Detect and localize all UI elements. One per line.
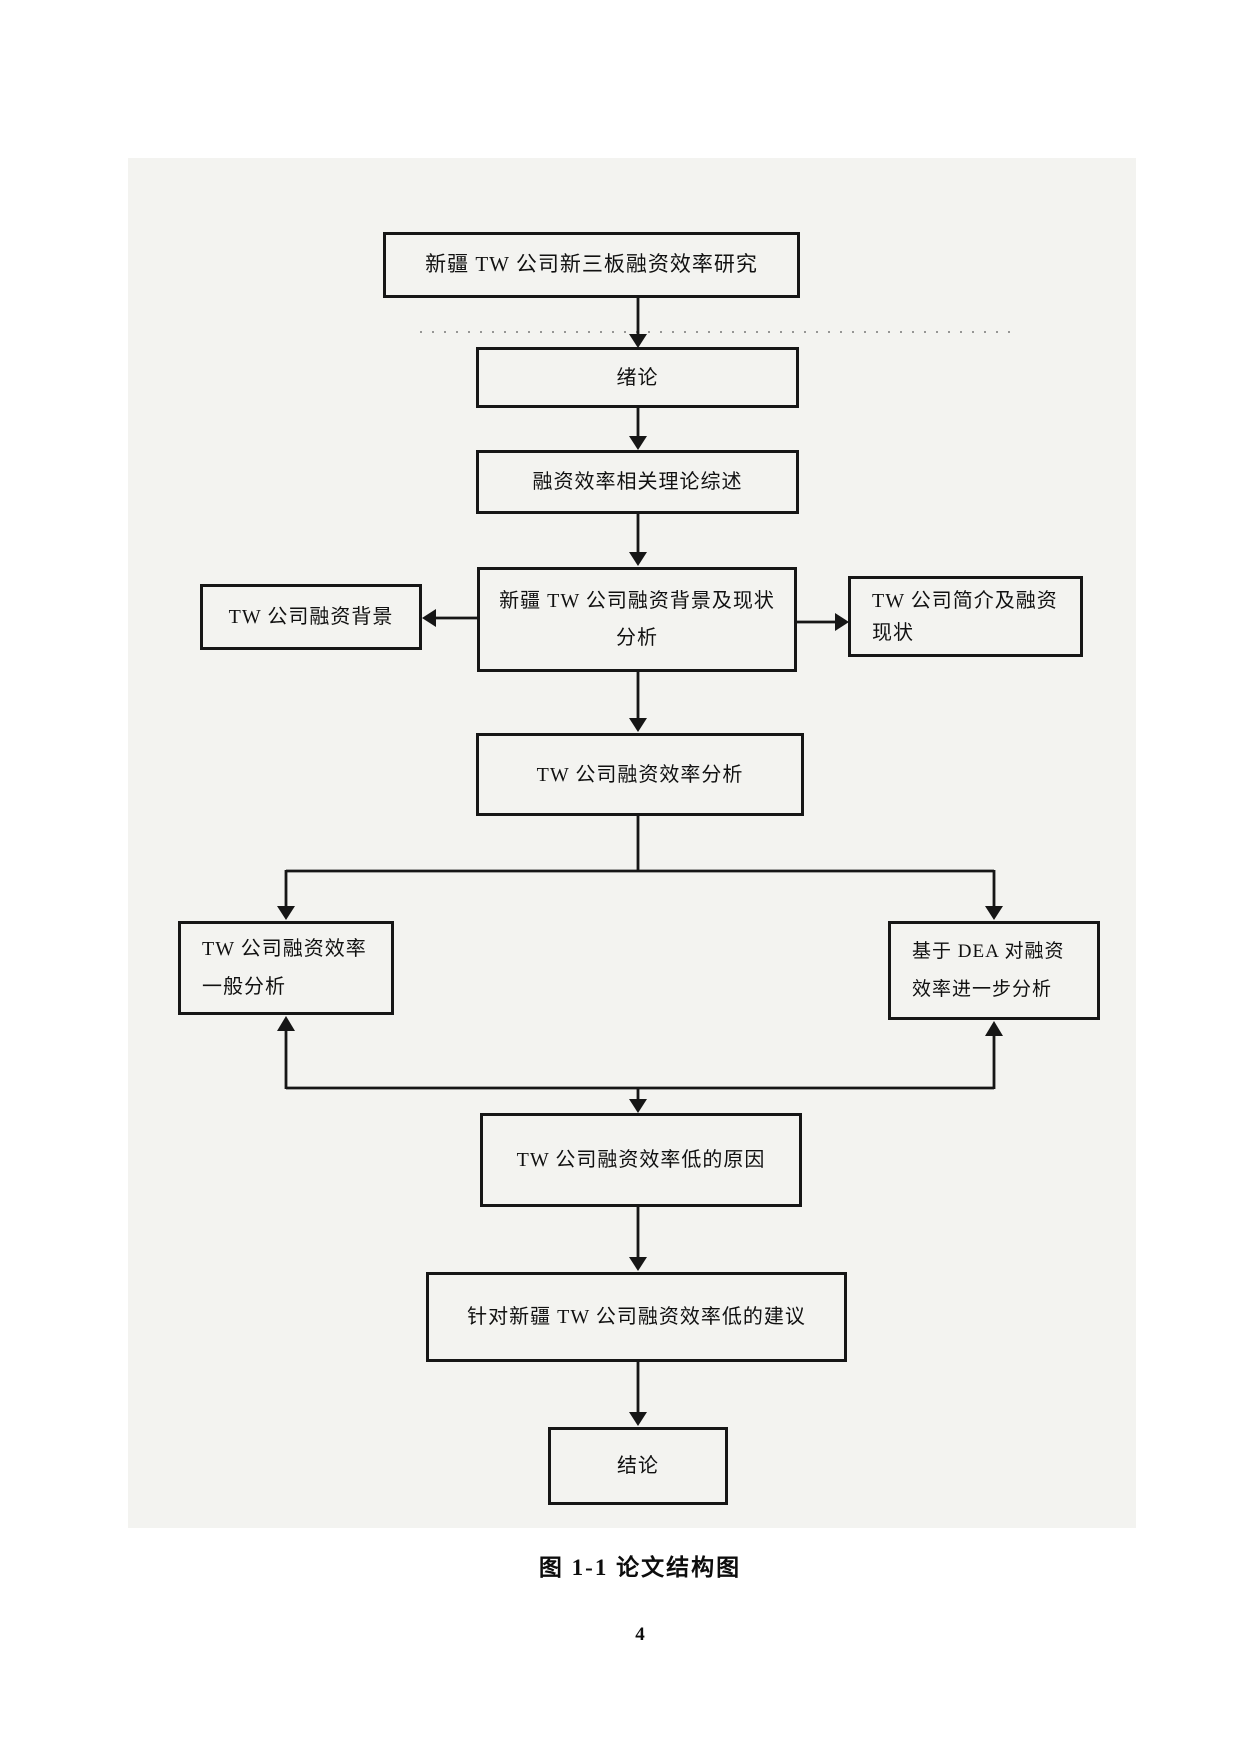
flow-node-suggestions: 针对新疆 TW 公司融资效率低的建议 bbox=[426, 1272, 847, 1362]
figure-caption: 图 1-1 论文结构图 bbox=[538, 1555, 742, 1580]
flow-node-theory-review: 融资效率相关理论综述 bbox=[476, 450, 799, 514]
flow-node-financing-background: TW 公司融资背景 bbox=[200, 584, 422, 650]
flow-node-introduction: 绪论 bbox=[476, 347, 799, 408]
scanned-figure-background bbox=[128, 158, 1136, 1528]
flow-node-dea-analysis: 基于 DEA 对融资 效率进一步分析 bbox=[888, 921, 1100, 1020]
flow-node-efficiency-analysis: TW 公司融资效率分析 bbox=[476, 733, 804, 816]
flow-node-general-analysis: TW 公司融资效率 一般分析 bbox=[178, 921, 394, 1015]
conclusion-label: 结论 bbox=[617, 1455, 659, 1477]
background-status-line1: 新疆 TW 公司融资背景及现状 bbox=[499, 589, 775, 612]
general-analysis-line2: 一般分析 bbox=[202, 976, 286, 998]
company-profile-line2: 现状 bbox=[872, 621, 914, 644]
flow-node-background-status: 新疆 TW 公司融资背景及现状 分析 bbox=[477, 567, 797, 672]
dea-analysis-line2: 效率进一步分析 bbox=[912, 978, 1053, 1000]
introduction-label: 绪论 bbox=[616, 366, 659, 389]
background-status-line2: 分析 bbox=[616, 626, 658, 649]
flow-node-company-profile: TW 公司简介及融资 现状 bbox=[848, 576, 1083, 657]
low-efficiency-reasons-label: TW 公司融资效率低的原因 bbox=[516, 1149, 766, 1171]
company-profile-line1: TW 公司简介及融资 bbox=[872, 589, 1058, 612]
page-number: 4 bbox=[635, 1624, 645, 1645]
research-title-label: 新疆 TW 公司新三板融资效率研究 bbox=[425, 252, 758, 277]
financing-background-label: TW 公司融资背景 bbox=[228, 606, 394, 628]
flow-node-research-title: 新疆 TW 公司新三板融资效率研究 bbox=[383, 232, 800, 298]
general-analysis-line1: TW 公司融资效率 bbox=[202, 938, 367, 960]
suggestions-label: 针对新疆 TW 公司融资效率低的建议 bbox=[467, 1306, 806, 1328]
efficiency-analysis-label: TW 公司融资效率分析 bbox=[536, 763, 744, 786]
dea-analysis-line1: 基于 DEA 对融资 bbox=[912, 941, 1065, 963]
flow-node-conclusion: 结论 bbox=[548, 1427, 728, 1505]
flow-node-low-efficiency-reasons: TW 公司融资效率低的原因 bbox=[480, 1113, 802, 1207]
theory-review-label: 融资效率相关理论综述 bbox=[532, 471, 743, 493]
